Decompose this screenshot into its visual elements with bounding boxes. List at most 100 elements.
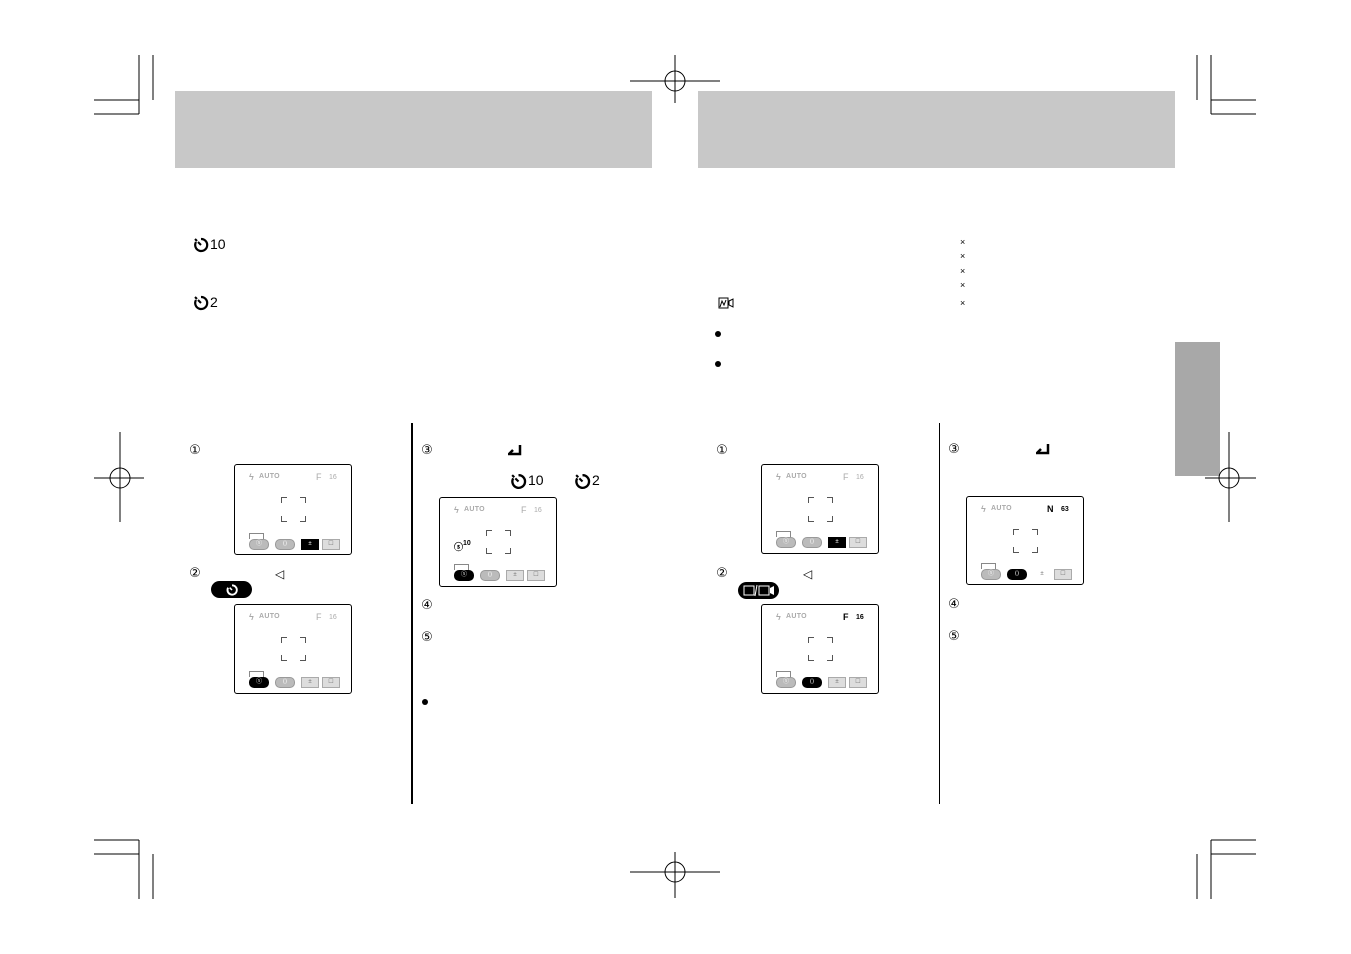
- self-timer-mode-pill: ⓢ: [776, 677, 796, 688]
- timer-10-label: 10: [528, 472, 544, 488]
- bullet: [422, 699, 428, 705]
- timer-choice-10: 10: [509, 472, 544, 491]
- exposure-compensation-box: ±: [301, 677, 319, 688]
- lcd-screen: ϟ AUTO F 16 ⓢ ⟨⟩ ± ☐: [761, 464, 879, 554]
- step-5-number: ⑤: [948, 629, 960, 644]
- step-1-number: ①: [189, 443, 201, 458]
- multi-shot-mode-pill: ⟨⟩: [480, 570, 500, 581]
- lcd-screen: ϟ AUTO F 16 ⓢ ⟨⟩ ± ☐: [761, 604, 879, 694]
- flash-icon: ϟ: [454, 505, 459, 515]
- self-timer-10-row: 10: [192, 236, 226, 256]
- delete-box: ☐: [527, 570, 545, 581]
- timer-choice-2: 2: [573, 472, 600, 491]
- battery-icon: [981, 563, 996, 569]
- right-header-band: [698, 91, 1175, 168]
- self-timer-mode-pill: ⓢ: [249, 677, 269, 688]
- lcd-screen: ϟ AUTO F 16 ⓢ10 ⓢ ⟨⟩ ± ☐: [439, 497, 557, 587]
- self-timer-icon: [194, 237, 209, 253]
- flash-icon: ϟ: [249, 612, 254, 622]
- step-4-number: ④: [948, 597, 960, 612]
- exposure-compensation-box: ±: [301, 539, 319, 550]
- battery-icon: [249, 533, 264, 539]
- movie-mode-icon: [718, 297, 734, 309]
- f-value: 16: [856, 614, 864, 621]
- self-timer-icon: [511, 474, 527, 489]
- auto-label: AUTO: [991, 505, 1012, 512]
- lcd-screen: ϟ AUTO N 63 ⓢ ⟨⟩ ± ☐: [966, 496, 1084, 585]
- right-column-divider: [939, 423, 940, 804]
- left-arrow-icon: ◁: [803, 567, 813, 581]
- side-tab: [1175, 342, 1220, 476]
- self-timer-mode-pill: ⓢ: [249, 539, 269, 550]
- delete-box: ☐: [322, 677, 340, 688]
- multiply-sign: ×: [960, 266, 966, 276]
- f-label: F: [316, 612, 322, 622]
- n-value: 63: [1061, 506, 1069, 513]
- timer-2-label: 2: [592, 472, 600, 488]
- exposure-compensation-box: ±: [1033, 569, 1051, 580]
- multiply-sign: ×: [960, 251, 966, 261]
- lcd-timer-indicator: ⓢ10: [454, 540, 471, 553]
- step-2-number: ②: [189, 566, 201, 581]
- battery-icon: [249, 671, 264, 677]
- f-value: 16: [329, 474, 337, 481]
- lcd-screen: ϟ AUTO F 16 ⓢ ⟨⟩ ± ☐: [234, 604, 352, 694]
- flash-icon: ϟ: [776, 612, 781, 622]
- delete-box: ☐: [1054, 569, 1072, 580]
- f-value: 16: [534, 507, 542, 514]
- multi-shot-mode-pill: ⟨⟩: [275, 539, 295, 550]
- f-value: 16: [856, 474, 864, 481]
- delete-box: ☐: [322, 539, 340, 550]
- self-timer-icon: [226, 584, 238, 596]
- f-label: F: [316, 472, 322, 482]
- lcd-timer-value: 10: [463, 540, 471, 547]
- multiply-sign: ×: [960, 280, 966, 290]
- multiply-sign: ×: [960, 237, 966, 247]
- multi-shot-icon: [743, 584, 774, 597]
- battery-icon: [776, 531, 791, 537]
- left-arrow-icon: ◁: [275, 567, 285, 581]
- multiply-sign: ×: [960, 298, 966, 308]
- auto-label: AUTO: [786, 613, 807, 620]
- multi-shot-mode-pill: ⟨⟩: [802, 677, 822, 688]
- step-2-number: ②: [716, 566, 728, 581]
- f-label: F: [521, 505, 527, 515]
- delete-box: ☐: [849, 677, 867, 688]
- n-label: N: [1047, 504, 1054, 514]
- auto-label: AUTO: [259, 613, 280, 620]
- self-timer-2-row: 2: [192, 294, 218, 314]
- f-label: F: [843, 472, 849, 482]
- left-column-divider: [411, 423, 413, 804]
- step-4-number: ④: [421, 598, 433, 613]
- self-timer-icon: [575, 474, 591, 489]
- step-1-number: ①: [716, 443, 728, 458]
- enter-icon: [1036, 444, 1050, 455]
- lcd-screen: ϟ AUTO F 16 ⓢ ⟨⟩ ± ☐: [234, 464, 352, 555]
- flash-icon: ϟ: [776, 472, 781, 482]
- auto-label: AUTO: [786, 473, 807, 480]
- multi-shot-mode-pill: ⟨⟩: [802, 537, 822, 548]
- battery-icon: [776, 671, 791, 677]
- f-label: F: [843, 612, 849, 622]
- self-timer-mode-pill: ⓢ: [454, 570, 474, 581]
- self-timer-button: [211, 581, 252, 598]
- step-5-number: ⑤: [421, 630, 433, 645]
- step-3-number: ③: [421, 443, 433, 458]
- auto-label: AUTO: [464, 506, 485, 513]
- flash-icon: ϟ: [981, 504, 986, 514]
- exposure-compensation-box: ±: [828, 677, 846, 688]
- exposure-compensation-box: ±: [506, 570, 524, 581]
- f-value: 16: [329, 614, 337, 621]
- bullet: [715, 361, 721, 367]
- left-header-band: [175, 91, 652, 168]
- multi-shot-mode-pill: ⟨⟩: [1007, 569, 1027, 580]
- enter-icon: [508, 445, 522, 456]
- bullet: [715, 331, 721, 337]
- timer-2-label: 2: [210, 294, 218, 310]
- exposure-compensation-box: ±: [828, 537, 846, 548]
- multi-shot-mode-pill: ⟨⟩: [275, 677, 295, 688]
- timer-10-label: 10: [210, 236, 226, 252]
- delete-box: ☐: [849, 537, 867, 548]
- self-timer-icon: [194, 295, 209, 311]
